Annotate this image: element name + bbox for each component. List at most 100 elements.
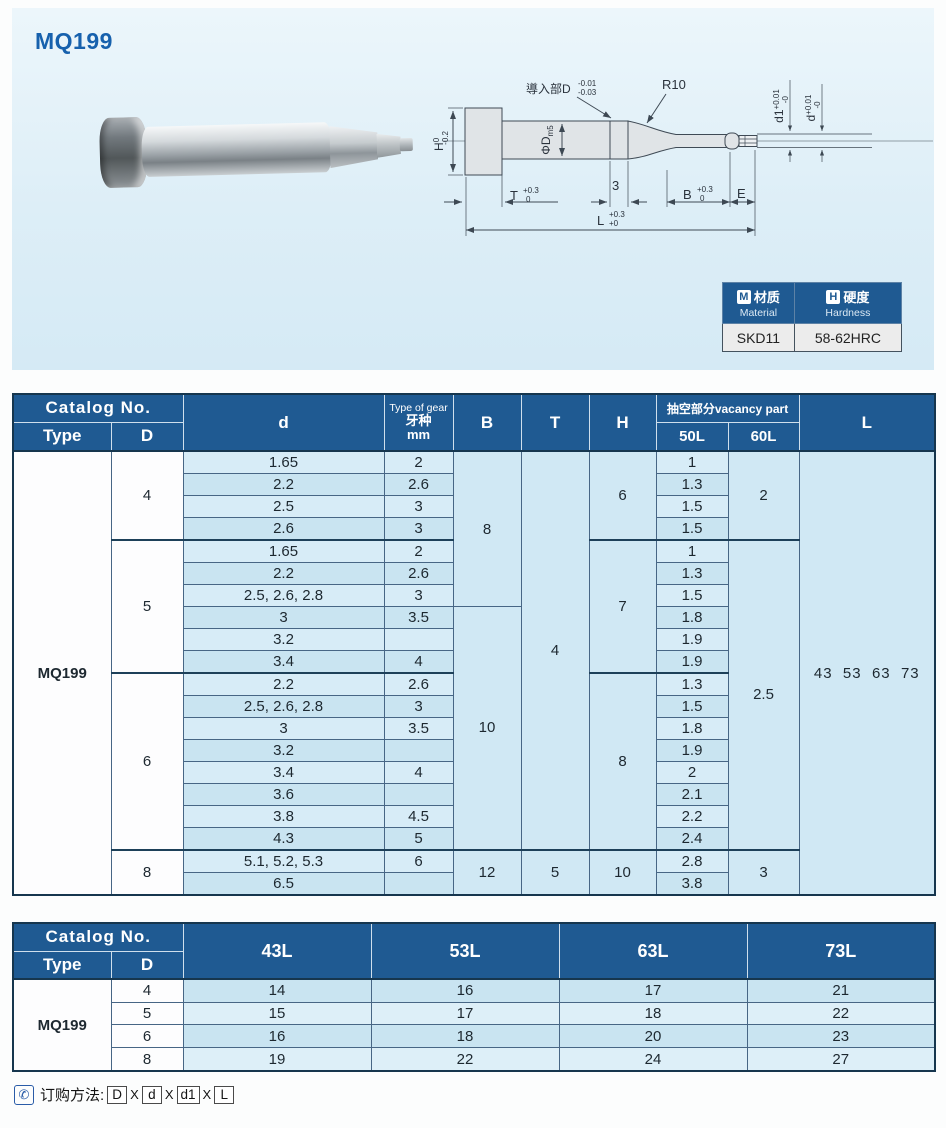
e-dim-label: E — [737, 186, 746, 201]
gear-cell — [383, 871, 454, 896]
l50-cell: 1.9 — [655, 627, 729, 651]
technical-drawing: 導入部D -0.01 -0.03 R10 H0-0.2 ΦDm5 d1+0.01… — [432, 77, 933, 236]
b-cell: 10 — [452, 605, 522, 851]
gear-cell — [383, 627, 454, 651]
phi-d-label: ΦDm5 — [539, 125, 555, 155]
svg-text:+0.3: +0.3 — [609, 210, 625, 219]
d-cell: 4.3 — [182, 826, 385, 851]
l50-cell: 1.8 — [655, 716, 729, 740]
punch-head — [98, 116, 148, 189]
order-part-box: D — [107, 1085, 128, 1104]
d-cell: 3.4 — [182, 649, 385, 674]
d-cell: 2.2 — [182, 473, 385, 497]
punch-tip — [376, 133, 401, 158]
gear-cell: 4 — [383, 760, 454, 784]
column-header-catalog-no: Catalog No. — [12, 922, 184, 952]
l50-cell: 1.5 — [655, 495, 729, 518]
l50-cell: 1.3 — [655, 473, 729, 497]
d-cell: 8 — [110, 1047, 184, 1072]
d1-dim-label: d1+0.01-0 — [772, 89, 790, 123]
gear-cell: 6 — [383, 848, 454, 873]
svg-text:+0: +0 — [609, 219, 619, 228]
t-dim-label: T — [510, 188, 518, 203]
l50-cell: 1.9 — [655, 738, 729, 762]
seg3-dim-label: 3 — [612, 178, 619, 193]
d-cell: 3 — [182, 716, 385, 740]
l50-cell: 3.8 — [655, 871, 729, 896]
l50-cell: 1.3 — [655, 562, 729, 586]
length-cell: 22 — [746, 1001, 936, 1026]
d-group-cell: 6 — [110, 671, 184, 851]
gear-cell: 2 — [383, 539, 454, 564]
order-separator: X — [164, 1087, 174, 1102]
l50-cell: 2 — [655, 760, 729, 784]
column-header-t: T — [520, 393, 590, 452]
length-cell: 21 — [746, 978, 936, 1003]
d-cell: 3.2 — [182, 627, 385, 651]
punch-body — [141, 122, 333, 178]
t-cell: 4 — [520, 450, 590, 851]
drawing-labels: 導入部D -0.01 -0.03 R10 H0-0.2 ΦDm5 d1+0.01… — [432, 77, 822, 228]
gear-cell: 3.5 — [383, 606, 454, 629]
column-header-d-upper: D — [110, 421, 184, 452]
gear-cell: 5 — [383, 826, 454, 851]
l50-cell: 1 — [655, 450, 729, 475]
t-cell: 5 — [520, 848, 590, 896]
l50-cell: 2.2 — [655, 804, 729, 828]
length-cell: 18 — [370, 1024, 560, 1049]
d-cell: 2.6 — [182, 516, 385, 541]
gear-cell: 3.5 — [383, 716, 454, 740]
spec-table: Catalog No. d Type of gear 牙种 mm B T H 抽… — [12, 393, 937, 896]
d-cell: 3.4 — [182, 760, 385, 784]
d-cell: 3.2 — [182, 738, 385, 762]
l50-cell: 2.4 — [655, 826, 729, 851]
d-group-cell: 4 — [110, 450, 184, 541]
column-header-63l: 63L — [558, 922, 748, 980]
d-cell: 3.6 — [182, 782, 385, 806]
l50-cell: 1.5 — [655, 584, 729, 607]
column-header-d-upper: D — [110, 950, 184, 980]
material-badge-icon: M — [736, 289, 751, 304]
column-header-43l: 43L — [182, 922, 372, 980]
length-cell: 23 — [746, 1024, 936, 1049]
d-group-cell: 5 — [110, 539, 184, 674]
column-header-b: B — [452, 393, 522, 452]
order-part-box: d — [141, 1085, 162, 1104]
l50-cell: 2.1 — [655, 782, 729, 806]
gear-cell: 3 — [383, 495, 454, 518]
phone-icon: ✆ — [14, 1084, 34, 1105]
gear-cell: 2.6 — [383, 562, 454, 586]
l-cell: 43 53 63 73 — [798, 450, 936, 896]
gear-cell: 3 — [383, 695, 454, 718]
order-method-label: 订购方法: — [40, 1087, 105, 1104]
svg-text:+0.3: +0.3 — [697, 185, 713, 194]
d-cell: 6.5 — [182, 871, 385, 896]
h-cell: 7 — [588, 539, 657, 674]
b-cell: 8 — [452, 450, 522, 607]
h-cell: 8 — [588, 671, 657, 851]
column-header-l: L — [798, 393, 936, 452]
gear-cell: 2 — [383, 450, 454, 475]
length-cell: 17 — [370, 1001, 560, 1026]
d-cell: 2.5 — [182, 495, 385, 518]
column-header-vacancy: 抽空部分vacancy part — [655, 393, 800, 423]
svg-text:-0.01: -0.01 — [578, 79, 597, 88]
table-row: 3.6 2.1 — [13, 782, 935, 806]
length-cell: 14 — [182, 978, 372, 1003]
d-cell: 1.65 — [182, 450, 385, 475]
b-cell: 12 — [452, 848, 522, 896]
length-cell: 19 — [182, 1047, 372, 1072]
column-header-catalog-no: Catalog No. — [12, 393, 184, 423]
column-header-d: d — [182, 393, 385, 452]
length-cell: 15 — [182, 1001, 372, 1026]
